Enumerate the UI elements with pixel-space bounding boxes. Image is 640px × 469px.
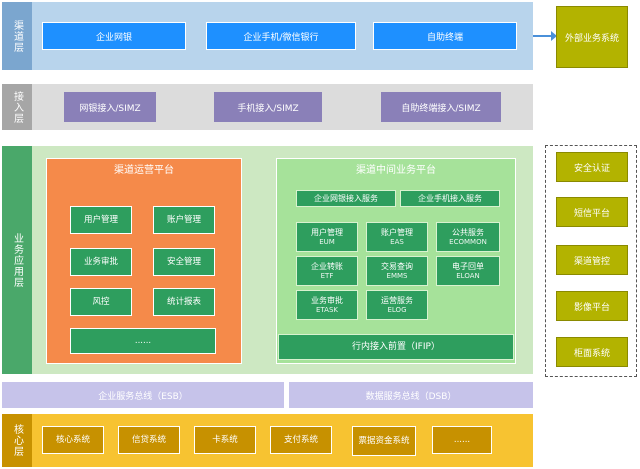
ops-item-more[interactable]: ...... xyxy=(70,328,216,354)
ops-item-4[interactable]: 安全管理 xyxy=(153,248,215,276)
ops-platform-title: 渠道运营平台 xyxy=(114,164,174,176)
mw-item-name: 账户管理 xyxy=(381,228,413,237)
mw-item-name: 企业转账 xyxy=(311,262,343,271)
external-item-3[interactable]: 渠道管控 xyxy=(556,245,628,275)
core-item-3[interactable]: 卡系统 xyxy=(194,426,256,454)
core-item-5[interactable]: 票据资金系统 xyxy=(352,426,416,456)
ops-item-6[interactable]: 统计报表 xyxy=(153,288,215,316)
mw-item-name: 交易查询 xyxy=(381,262,413,271)
core-item-more[interactable]: ...... xyxy=(432,426,492,454)
core-item-1[interactable]: 核心系统 xyxy=(42,426,104,454)
mw-bottom-ifip[interactable]: 行内接入前置（IFIP） xyxy=(278,334,514,360)
ops-item-5[interactable]: 风控 xyxy=(70,288,132,316)
mw-item-name: 电子回单 xyxy=(452,262,484,271)
mw-item-code: ECOMMON xyxy=(449,237,487,246)
external-item-4[interactable]: 影像平台 xyxy=(556,291,628,321)
business-layer-label: 业务应用层 xyxy=(2,146,32,374)
external-business-system: 外部业务系统 xyxy=(556,6,628,68)
external-item-5[interactable]: 柜面系统 xyxy=(556,337,628,367)
ops-item-1[interactable]: 用户管理 xyxy=(70,206,132,234)
external-item-2[interactable]: 短信平台 xyxy=(556,197,628,227)
mw-item-code: ETF xyxy=(320,271,334,280)
access-button-1[interactable]: 网银接入/SIMZ xyxy=(64,92,156,122)
channel-button-1[interactable]: 企业网银 xyxy=(42,22,186,50)
external-item-1[interactable]: 安全认证 xyxy=(556,152,628,182)
middleware-platform-title: 渠道中间业务平台 xyxy=(356,164,436,176)
mw-item-name: 公共服务 xyxy=(452,228,484,237)
arrow-right-icon xyxy=(533,31,557,41)
mw-item-code: EMMS xyxy=(386,271,408,280)
ops-item-3[interactable]: 业务审批 xyxy=(70,248,132,276)
ops-item-2[interactable]: 账户管理 xyxy=(153,206,215,234)
channel-button-2[interactable]: 企业手机/微信银行 xyxy=(206,22,356,50)
access-layer-label: 接入层 xyxy=(2,84,32,130)
mw-item-name: 用户管理 xyxy=(311,228,343,237)
mw-item-name: 运营服务 xyxy=(381,296,413,305)
channel-button-3[interactable]: 自助终端 xyxy=(373,22,517,50)
mw-item-code: ETASK xyxy=(316,305,338,314)
mw-item-code: ELOAN xyxy=(456,271,480,280)
mw-top-2[interactable]: 企业手机接入服务 xyxy=(400,190,500,207)
core-item-4[interactable]: 支付系统 xyxy=(270,426,332,454)
core-layer-label: 核心层 xyxy=(2,414,32,467)
mw-item-code: ELOG xyxy=(387,305,407,314)
mw-item-code: EUM xyxy=(319,237,335,246)
mw-item-code: EAS xyxy=(390,237,404,246)
bus-dsb: 数据服务总线（DSB） xyxy=(289,382,533,408)
external-systems-group xyxy=(545,145,637,377)
bus-esb: 企业服务总线（ESB） xyxy=(2,382,284,408)
access-button-3[interactable]: 自助终端接入/SIMZ xyxy=(381,92,501,122)
channel-layer-label: 渠道层 xyxy=(2,2,32,70)
access-button-2[interactable]: 手机接入/SIMZ xyxy=(214,92,322,122)
mw-top-1[interactable]: 企业网银接入服务 xyxy=(296,190,396,207)
core-item-2[interactable]: 信贷系统 xyxy=(118,426,180,454)
mw-item-name: 业务审批 xyxy=(311,296,343,305)
